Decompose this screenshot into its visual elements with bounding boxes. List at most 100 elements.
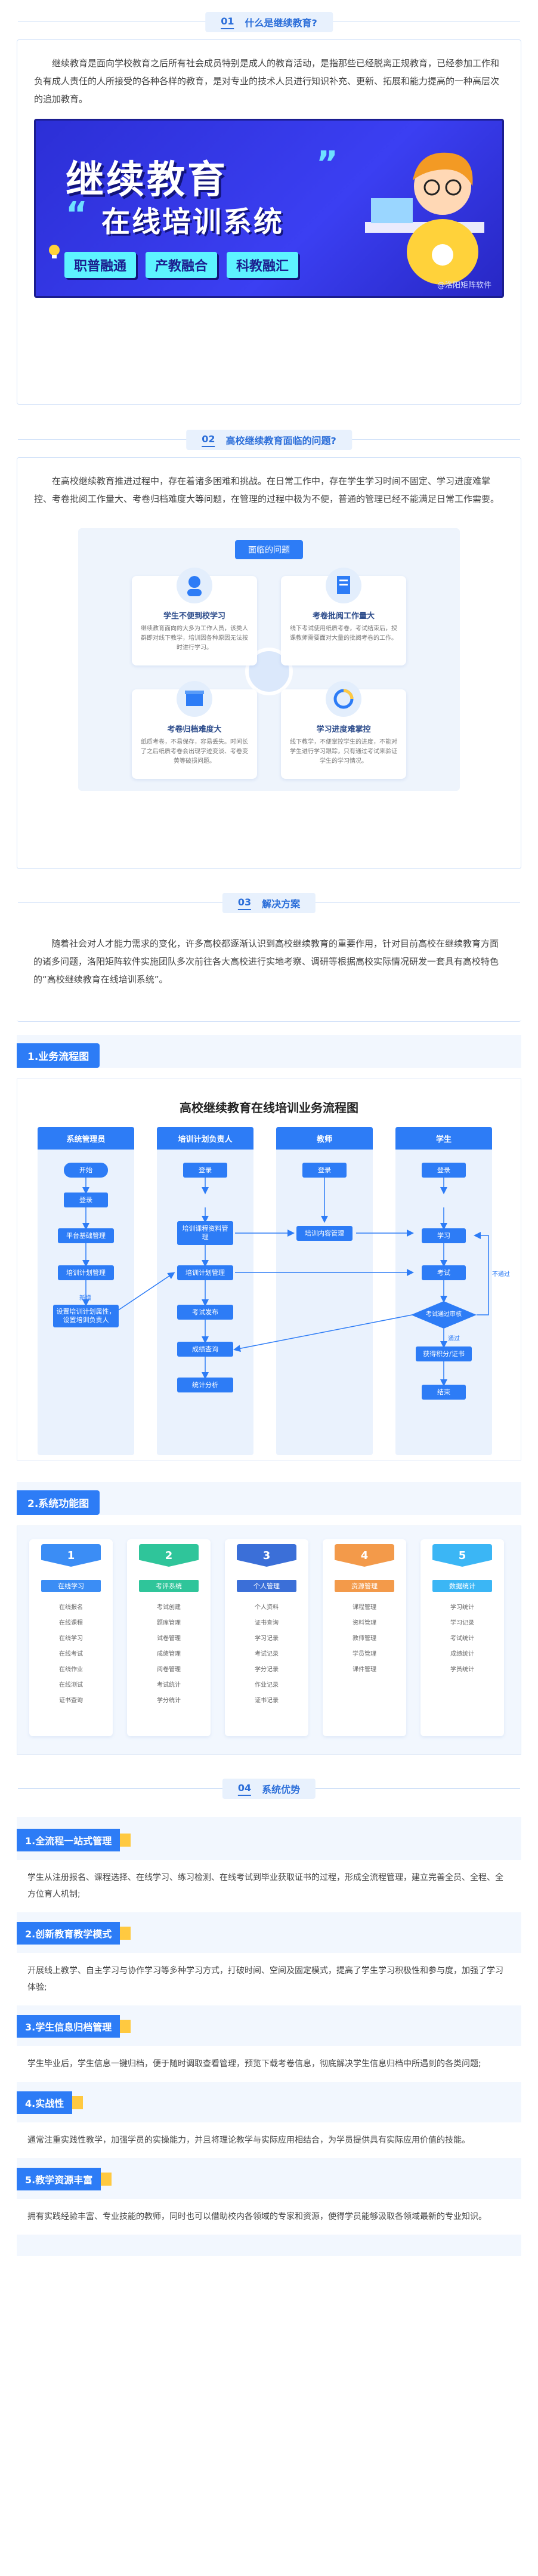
banner-tags: 职普融通 产教融合 科教融汇 [64, 252, 299, 278]
function-item: 考试创建 [157, 1604, 181, 1611]
advantage-text: 通常注重实践性教学，加强学员的实操能力，并且将理论教学与实际应用相结合，为学员提… [17, 2122, 521, 2158]
advantage-text: 开展线上教学、自主学习与协作学习等多种学习方式，打破时间、空间及固定模式，提高了… [17, 1953, 521, 2005]
function-item: 作业记录 [255, 1682, 279, 1688]
column-items: 学习统计学习记录考试统计成绩统计学员统计 [420, 1600, 504, 1678]
function-item: 学分统计 [157, 1697, 181, 1704]
section-number: 03 [237, 896, 252, 910]
function-item: 证书查询 [255, 1620, 279, 1626]
lane-header: 教师 [276, 1127, 373, 1150]
function-item: 题库管理 [157, 1620, 181, 1626]
column-number: 1 [41, 1544, 101, 1567]
problems-card: 在高校继续教育推进过程中，存在着诸多困难和挑战。在日常工作中，存在学生学习时间不… [17, 457, 521, 869]
column-title: 在线学习 [41, 1580, 101, 1592]
flow-node: 登录 [302, 1163, 347, 1178]
advantage-item: 3.学生信息归档管理学生毕业后，学生信息一键归档，便于随时调取查看管理，预览下载… [17, 2015, 521, 2082]
function-item: 考试统计 [450, 1635, 474, 1642]
flow-diagram: 高校继续教育在线培训业务流程图 系统管理员 培训计划负责人 教师 学生 [17, 1079, 521, 1460]
problems-text: 在高校继续教育推进过程中，存在着诸多困难和挑战。在日常工作中，存在学生学习时间不… [34, 476, 500, 504]
problem-item: 学习进度难掌控 线下教学，不便掌控学生的进度，不能对学生进行学习跟踪，只有通过考… [281, 681, 406, 779]
flow-node: 培训计划管理 [177, 1265, 233, 1280]
column-number: 2 [139, 1544, 199, 1567]
problem-desc: 线下考试使用纸质考卷，考试结束后，授课教师需要面对大量的批阅考卷的工作。 [290, 625, 397, 642]
section-number: 01 [221, 16, 234, 29]
problem-title: 考卷批阅工作量大 [312, 612, 375, 621]
banner-tag: 科教融汇 [227, 252, 299, 278]
section-title: 什么是继续教育? [245, 17, 317, 29]
flow-node: 登录 [422, 1163, 466, 1178]
watermark: @洛阳矩阵软件 [437, 281, 491, 290]
column-title: 个人管理 [237, 1580, 296, 1592]
function-item: 学习统计 [450, 1604, 474, 1611]
function-item: 在线课程 [59, 1620, 83, 1626]
flow-connectors [82, 1178, 489, 1386]
student-icon [177, 568, 212, 603]
flow-node: 培训内容管理 [296, 1226, 353, 1241]
advantage-item: 5.教学资源丰富拥有实践经验丰富、专业技能的教师，同时也可以借助校内各领域的专家… [17, 2168, 521, 2235]
column-items: 考试创建题库管理试卷管理成绩管理阅卷管理考试统计学分统计 [127, 1600, 211, 1709]
flow-node: 登录 [64, 1193, 108, 1207]
column-items: 个人资料证书查询学习记录考试记录学分记录作业记录证书记录 [225, 1600, 308, 1709]
lane-header: 培训计划负责人 [157, 1127, 253, 1150]
advantage-title: 1.全流程一站式管理 [17, 1829, 131, 1851]
lane-header: 系统管理员 [38, 1127, 134, 1150]
exam-paper-icon [326, 568, 361, 603]
function-item: 教师管理 [353, 1635, 376, 1642]
lightbulb-icon [49, 245, 60, 258]
column-title: 数据统计 [432, 1580, 492, 1592]
advantages-list: 1.全流程一站式管理学生从注册报名、课程选择、在线学习、练习检测、在线考试到毕业… [17, 1817, 521, 2256]
section-number: 04 [237, 1782, 252, 1796]
solution-card: 随着社会对人才能力需求的变化，许多高校都逐渐认识到高校继续教育的重要作用，针对目… [17, 920, 521, 1022]
intro-card: 继续教育是面向学校教育之后所有社会成员特别是成人的教育活动，是指那些已经脱离正规… [17, 39, 521, 405]
function-item: 在线作业 [59, 1666, 83, 1673]
function-item: 成绩统计 [450, 1651, 474, 1657]
function-item: 课程管理 [353, 1604, 376, 1611]
column-title: 资源管理 [335, 1580, 394, 1592]
function-item: 试卷管理 [157, 1635, 181, 1642]
archive-icon [177, 681, 212, 717]
function-item: 学习记录 [255, 1635, 279, 1642]
function-item: 阅卷管理 [157, 1666, 181, 1673]
function-item: 课件管理 [353, 1666, 376, 1673]
advantage-item: 4.实战性通常注重实践性教学，加强学员的实操能力，并且将理论教学与实际应用相结合… [17, 2091, 521, 2158]
column-number: 4 [335, 1544, 394, 1567]
flow-label: 通过 [448, 1336, 460, 1342]
functions-section: 2.系统功能图 [0, 1482, 538, 1515]
function-item: 资料管理 [353, 1620, 376, 1626]
flow-node: 获得积分/证书 [416, 1346, 472, 1361]
advantage-title: 5.教学资源丰富 [17, 2168, 112, 2190]
quote-mark: ” [316, 144, 338, 183]
student-illustration [365, 152, 484, 285]
column-items: 课程管理资料管理教师管理学员管理课件管理 [323, 1600, 406, 1678]
function-item: 考试统计 [157, 1682, 181, 1688]
column-number: 5 [432, 1544, 492, 1567]
function-item: 成绩管理 [157, 1651, 181, 1657]
function-item: 学习记录 [450, 1620, 474, 1626]
flow-node: 登录 [183, 1163, 227, 1178]
problem-desc: 纸质考卷，不易保存，容易丢失。时间长了之后纸质考卷会出现字迹变淡、考卷变黄等破损… [141, 739, 248, 765]
flow-label: 新增 [79, 1295, 91, 1302]
function-item: 在线学习 [59, 1635, 83, 1642]
function-item: 考试记录 [255, 1651, 279, 1657]
advantage-title: 4.实战性 [17, 2091, 84, 2114]
quote-mark: “ [66, 195, 88, 234]
function-item: 证书查询 [59, 1697, 83, 1704]
flow-title: 高校继续教育在线培训业务流程图 [180, 1101, 358, 1115]
flow-node: 培训计划管理 [58, 1265, 114, 1280]
diagram-title: 面临的问题 [235, 540, 303, 559]
function-item: 学员统计 [450, 1666, 474, 1673]
function-item: 在线报名 [59, 1604, 83, 1611]
problem-desc: 继续教育面向的大多为工作人员，该类人群即对线下教学，培训因各种原因无法按时进行学… [141, 625, 248, 651]
flow-tab: 1.业务流程图 [17, 1043, 100, 1068]
section-title: 高校继续教育面临的问题? [225, 435, 336, 446]
banner-line2: 在线培训系统 [101, 205, 285, 239]
function-item: 在线测试 [59, 1682, 83, 1688]
problem-title: 学习进度难掌控 [316, 725, 371, 734]
flow-section: 1.业务流程图 [0, 1035, 538, 1068]
flow-node: 设置培训计划属性，设置培训负责人 [53, 1305, 119, 1327]
flow-label: 不通过 [492, 1271, 510, 1278]
